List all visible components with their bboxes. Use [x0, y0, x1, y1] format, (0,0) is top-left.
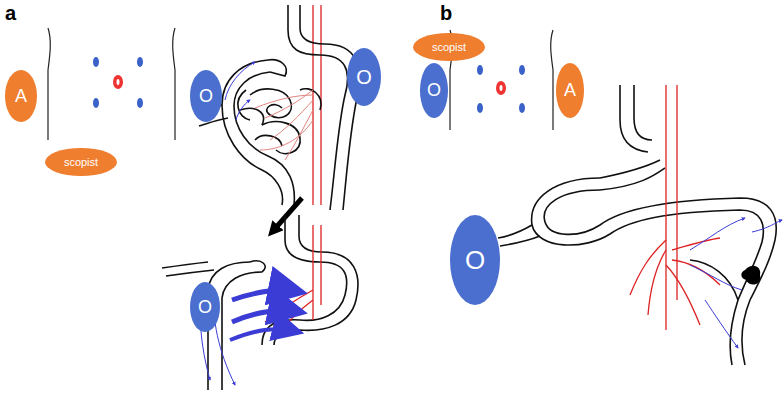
position-letter: scopist [64, 156, 98, 168]
dissection-arrows-a-top [225, 62, 255, 120]
position-letter: O [427, 80, 441, 101]
port-sites-a [93, 57, 143, 108]
intestine-a-bottom [162, 215, 358, 390]
scopist-position: scopist [45, 148, 117, 176]
position-letter: A [564, 80, 576, 101]
clip-mark [741, 266, 760, 285]
position-letter: O [356, 66, 372, 89]
position-letter: A [15, 86, 27, 107]
step-arrow [272, 198, 302, 232]
position-letter: O [199, 86, 213, 107]
torso-outline-a [48, 28, 175, 140]
operator-position: O [190, 70, 222, 122]
vessels-b [630, 85, 720, 330]
position-letter: scopist [432, 41, 466, 53]
operator-position: O [347, 48, 381, 106]
intestine-b [498, 85, 776, 365]
mesenteric-vessels-a-top [255, 90, 313, 160]
panel-letter: b [440, 3, 452, 23]
operator-position: O [450, 215, 500, 305]
port-sites-b [477, 65, 525, 113]
operator-position: O [420, 63, 448, 118]
assistant-position: A [556, 63, 584, 118]
dissection-arrows-b [690, 218, 782, 348]
panel-letter: a [5, 3, 16, 23]
position-letter: O [198, 297, 212, 318]
vessels-a-bottom [265, 225, 321, 335]
scopist-position: scopist [413, 33, 485, 61]
position-letter: O [465, 245, 485, 276]
intestine-a-top [199, 5, 360, 210]
operator-position: O [190, 282, 220, 332]
assistant-position: A [5, 70, 37, 122]
